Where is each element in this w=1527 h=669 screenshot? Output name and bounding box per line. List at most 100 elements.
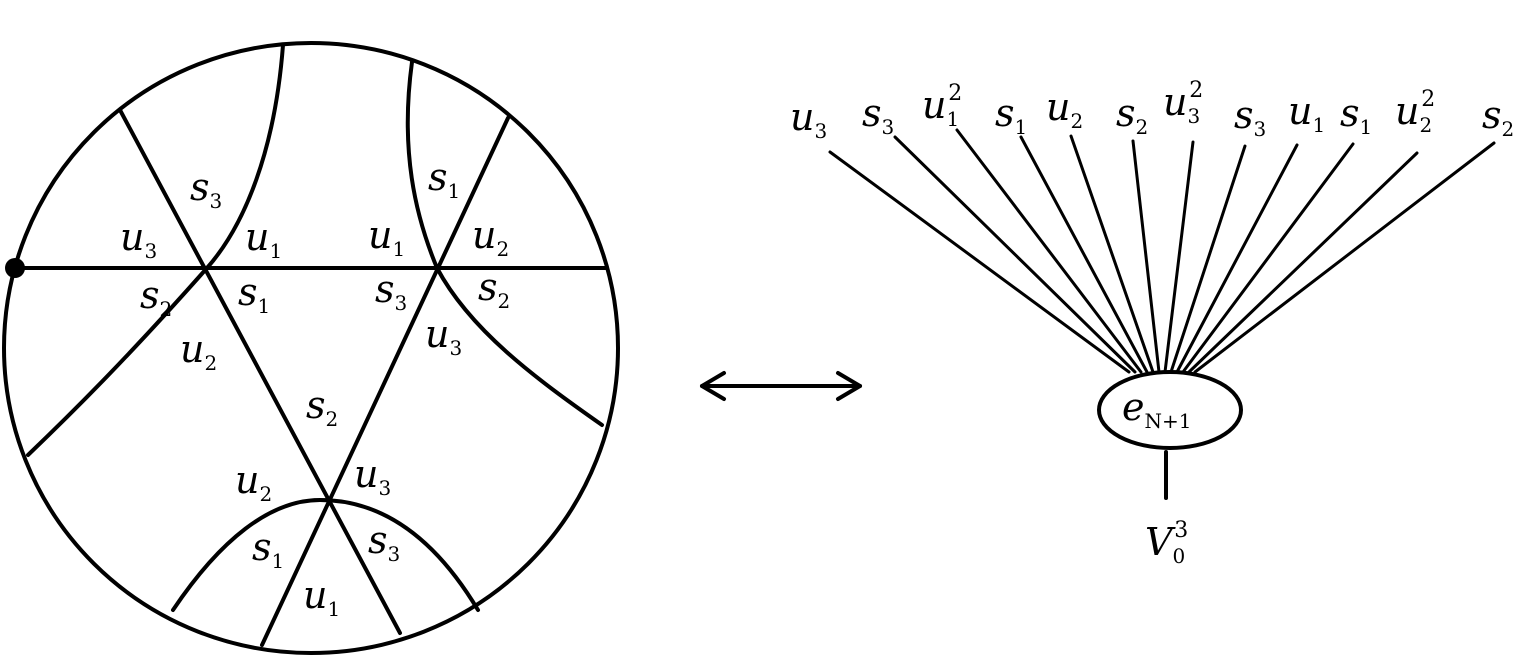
disk-label-s3-subscript: 3	[388, 542, 401, 566]
disk-label-s2-subscript: 2	[326, 407, 339, 431]
disk-label-s2: s2	[306, 383, 338, 431]
double-arrow	[700, 371, 862, 401]
disk-label-u3: u3	[354, 452, 391, 500]
disk-label-u2-subscript: 2	[259, 482, 272, 506]
disk-label-u2-base: u	[180, 327, 204, 371]
fan-label-s2-subscript: 2	[1502, 117, 1515, 141]
disk-label-s1-subscript: 1	[448, 179, 461, 203]
fan-label-u1-subscript: 1	[1312, 113, 1325, 137]
disk-label-u3-subscript: 3	[378, 476, 391, 500]
disk-label-u1-subscript: 1	[392, 237, 405, 261]
disk-label-s1-subscript: 1	[258, 294, 271, 318]
fan-ray-10	[1181, 142, 1355, 374]
disk-label-u1-base: u	[368, 213, 392, 257]
disk-label-s1-base: s	[252, 525, 272, 569]
fan-ray-2	[893, 135, 1137, 374]
disk-label-u3-subscript: 3	[449, 336, 462, 360]
fan-label-u3-sq-subscript: 3	[1187, 104, 1200, 128]
fan-label-s2: s2	[1482, 93, 1514, 141]
fan-label-u2-sq-superscript: 2	[1421, 87, 1435, 112]
disk-label-s1: s1	[238, 270, 270, 318]
fan-label-u1-sq-superscript: 2	[948, 81, 962, 106]
disk-label-u3: u3	[120, 215, 157, 263]
node-label-base: e	[1122, 385, 1145, 429]
fan-label-s2-base: s	[1482, 93, 1502, 137]
disk-label-s3: s3	[368, 518, 400, 566]
fan-label-s2-subscript: 2	[1136, 115, 1149, 139]
disk-label-u1: u1	[245, 215, 282, 263]
disk-label-s3-subscript: 3	[395, 291, 408, 315]
fan-ray-4	[1019, 135, 1149, 374]
fan-label-u2-sq-subscript: 2	[1419, 113, 1432, 137]
fan-ray-1	[828, 150, 1131, 374]
disk-label-s1-base: s	[428, 155, 448, 199]
fan-label-u1-sq: u12	[922, 81, 962, 131]
output-label-base: V	[1145, 520, 1176, 564]
vertex-node	[1097, 370, 1243, 450]
fan-label-s1-base: s	[995, 91, 1015, 135]
fan-label-u1-sq-base: u	[922, 83, 946, 127]
fan-ray-5	[1069, 134, 1155, 374]
disk-label-s2-base: s	[478, 265, 498, 309]
output-label-subscript: 0	[1172, 544, 1185, 568]
arc-top-right	[405, 60, 604, 427]
output-label: V03	[1145, 518, 1188, 568]
disk-label-u2: u2	[180, 327, 217, 375]
disk-label-u2: u2	[472, 213, 509, 261]
disk-label-s1: s1	[252, 525, 284, 573]
disk-label-u3-base: u	[354, 452, 378, 496]
fan-label-u3-sq: u32	[1163, 78, 1203, 128]
disk-label-s3-base: s	[375, 267, 395, 311]
fan-diagram	[828, 128, 1496, 500]
node-label: eN+1	[1122, 385, 1191, 433]
fan-label-u3: u3	[790, 95, 827, 143]
disk-diagram	[2, 41, 620, 655]
fan-ray-12	[1193, 141, 1496, 374]
disk-label-s3: s3	[375, 267, 407, 315]
disk-label-u2-subscript: 2	[496, 237, 509, 261]
fan-label-u1-sq-subscript: 1	[946, 107, 959, 131]
disk-label-u2: u2	[235, 458, 272, 506]
arc-bottom	[171, 498, 480, 612]
disk-label-u1-subscript: 1	[269, 239, 282, 263]
fan-label-s1-subscript: 1	[1015, 115, 1028, 139]
fan-label-s1: s1	[995, 91, 1027, 139]
fan-label-s3-base: s	[862, 91, 882, 135]
fan-ray-6	[1131, 139, 1161, 374]
fan-label-s1-base: s	[1340, 91, 1360, 135]
fan-label-s3-base: s	[1234, 93, 1254, 137]
disk-label-u1: u1	[368, 213, 405, 261]
disk-label-u1-base: u	[245, 215, 269, 259]
fan-label-s3-subscript: 3	[882, 115, 895, 139]
disk-label-u3-base: u	[425, 312, 449, 356]
fan-label-u1: u1	[1288, 89, 1325, 137]
fan-label-s1-subscript: 1	[1360, 115, 1373, 139]
fan-label-u3-base: u	[790, 95, 814, 139]
disk-label-s3-base: s	[190, 165, 210, 209]
fan-label-u2-sq: u22	[1395, 87, 1435, 137]
fan-ray-9	[1175, 143, 1299, 374]
fan-label-s3: s3	[1234, 93, 1266, 141]
disk-label-s3: s3	[190, 165, 222, 213]
fan-label-s3-subscript: 3	[1254, 117, 1267, 141]
disk-label-s2-base: s	[306, 383, 326, 427]
disk-label-s1-base: s	[238, 270, 258, 314]
disk-label-s2: s2	[478, 265, 510, 313]
output-label-superscript: 3	[1174, 518, 1188, 543]
disk-label-u2-base: u	[472, 213, 496, 257]
fan-label-u1-base: u	[1288, 89, 1312, 133]
disk-label-u1-base: u	[303, 573, 327, 617]
node-label-subscript: N+1	[1145, 409, 1192, 433]
fan-ray-3	[955, 128, 1143, 374]
disk-label-s2-subscript: 2	[498, 289, 511, 313]
disk-label-u1: u1	[303, 573, 340, 621]
fan-label-u3-sq-superscript: 2	[1189, 78, 1203, 103]
disk-boundary	[2, 41, 620, 655]
disk-label-u2-subscript: 2	[204, 351, 217, 375]
geodesic-left-diagonal	[118, 108, 402, 635]
fan-label-s2-base: s	[1116, 91, 1136, 135]
disk-label-u1-subscript: 1	[327, 597, 340, 621]
disk-label-u3: u3	[425, 312, 462, 360]
fan-ray-7	[1163, 140, 1195, 374]
